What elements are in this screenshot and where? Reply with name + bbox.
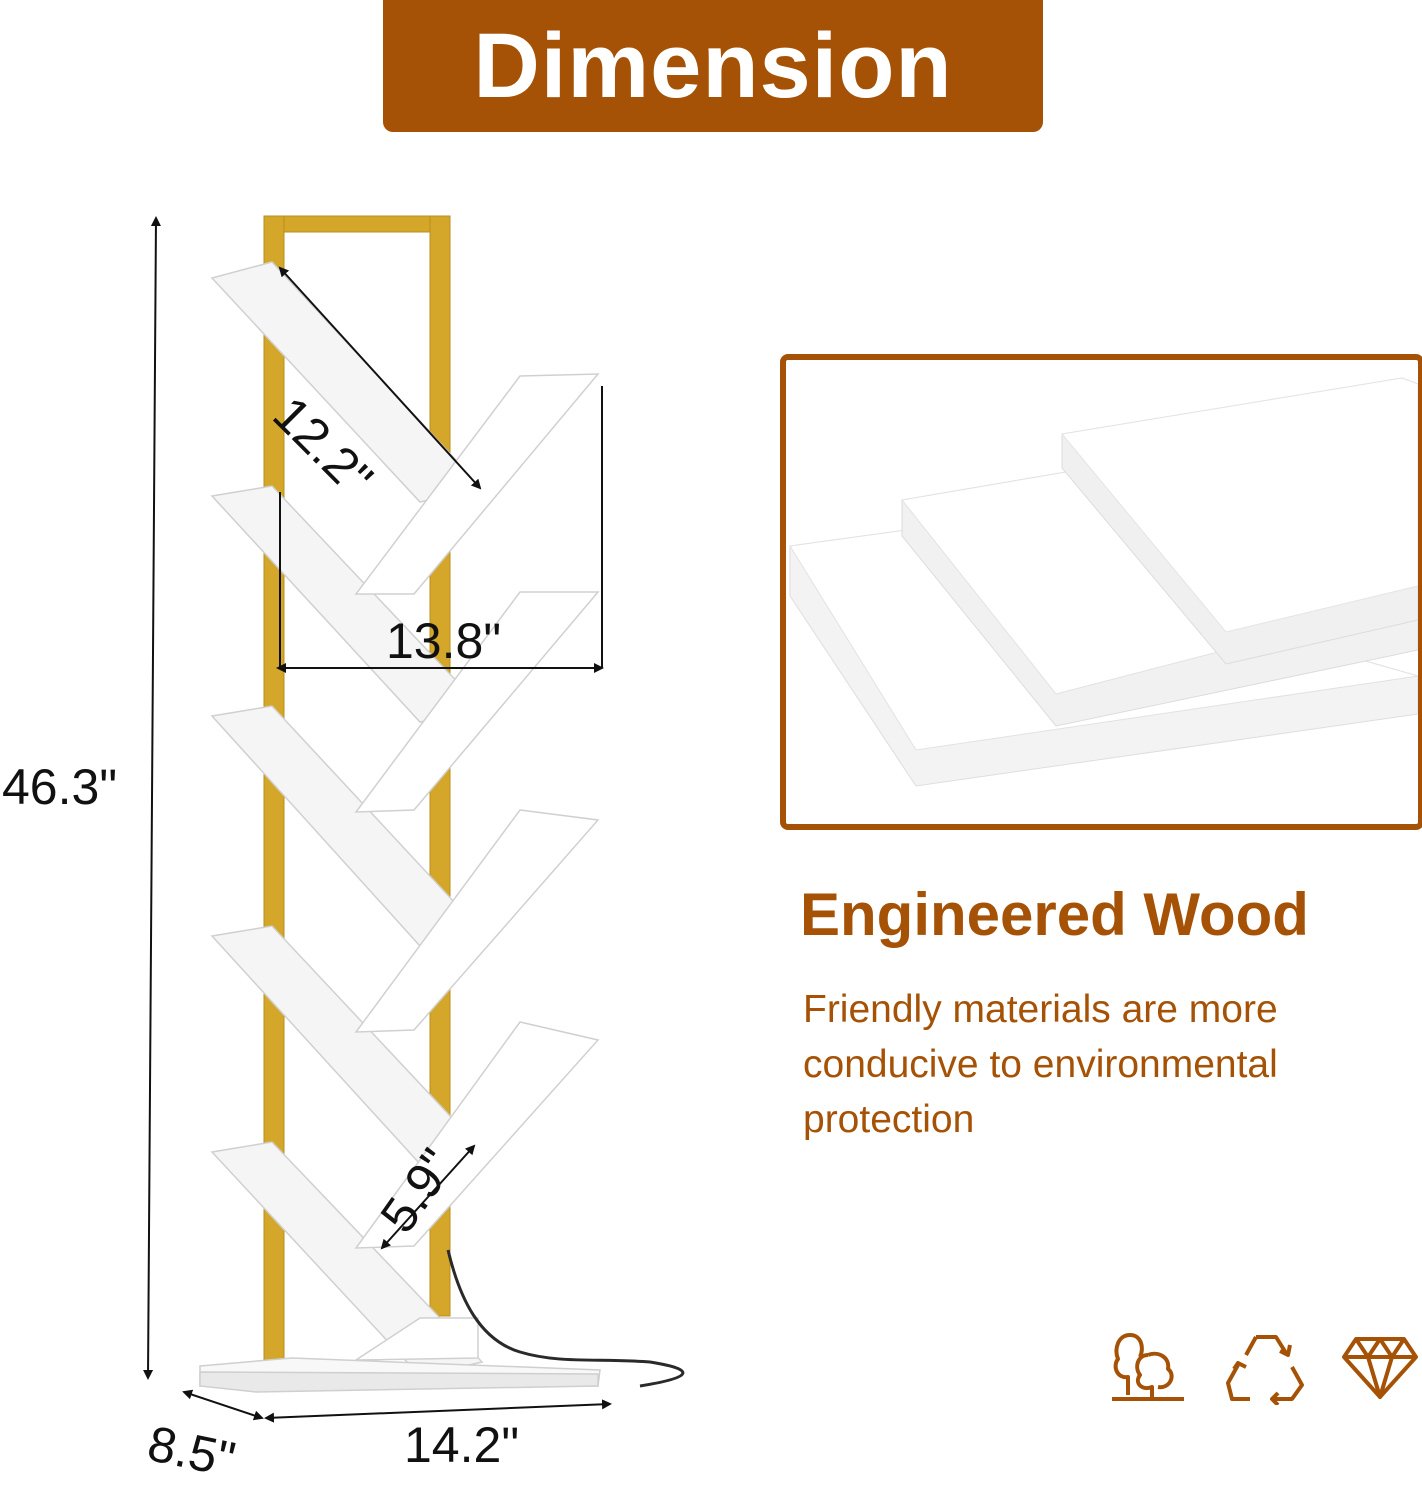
shelf-gap-dim-line xyxy=(380,1144,476,1250)
tree-icon xyxy=(1112,1333,1184,1401)
base-width-dim-line xyxy=(264,1399,612,1423)
height-label: 46.3" xyxy=(2,759,118,815)
depth-dim-line xyxy=(182,1389,264,1421)
shelf-base xyxy=(199,1357,601,1393)
shelf-length-dim-line xyxy=(278,266,482,490)
bookshelf-illustration xyxy=(143,215,685,1423)
title-banner: Dimension xyxy=(383,0,1043,132)
diamond-icon xyxy=(1342,1337,1418,1399)
material-description: Friendly materials are more conducive to… xyxy=(803,988,1278,1141)
base-width-label: 14.2" xyxy=(404,1417,520,1473)
power-cord xyxy=(446,1249,685,1388)
material-heading: Engineered Wood xyxy=(800,881,1309,948)
material-closeup-frame xyxy=(780,354,1422,830)
recycle-icon xyxy=(1226,1335,1304,1405)
height-dim-line xyxy=(143,216,161,1380)
shelf-width-label: 13.8" xyxy=(386,613,502,669)
right-shelves xyxy=(353,373,600,1361)
wood-boards-illustration xyxy=(789,377,1418,787)
banner-title: Dimension xyxy=(473,14,953,117)
